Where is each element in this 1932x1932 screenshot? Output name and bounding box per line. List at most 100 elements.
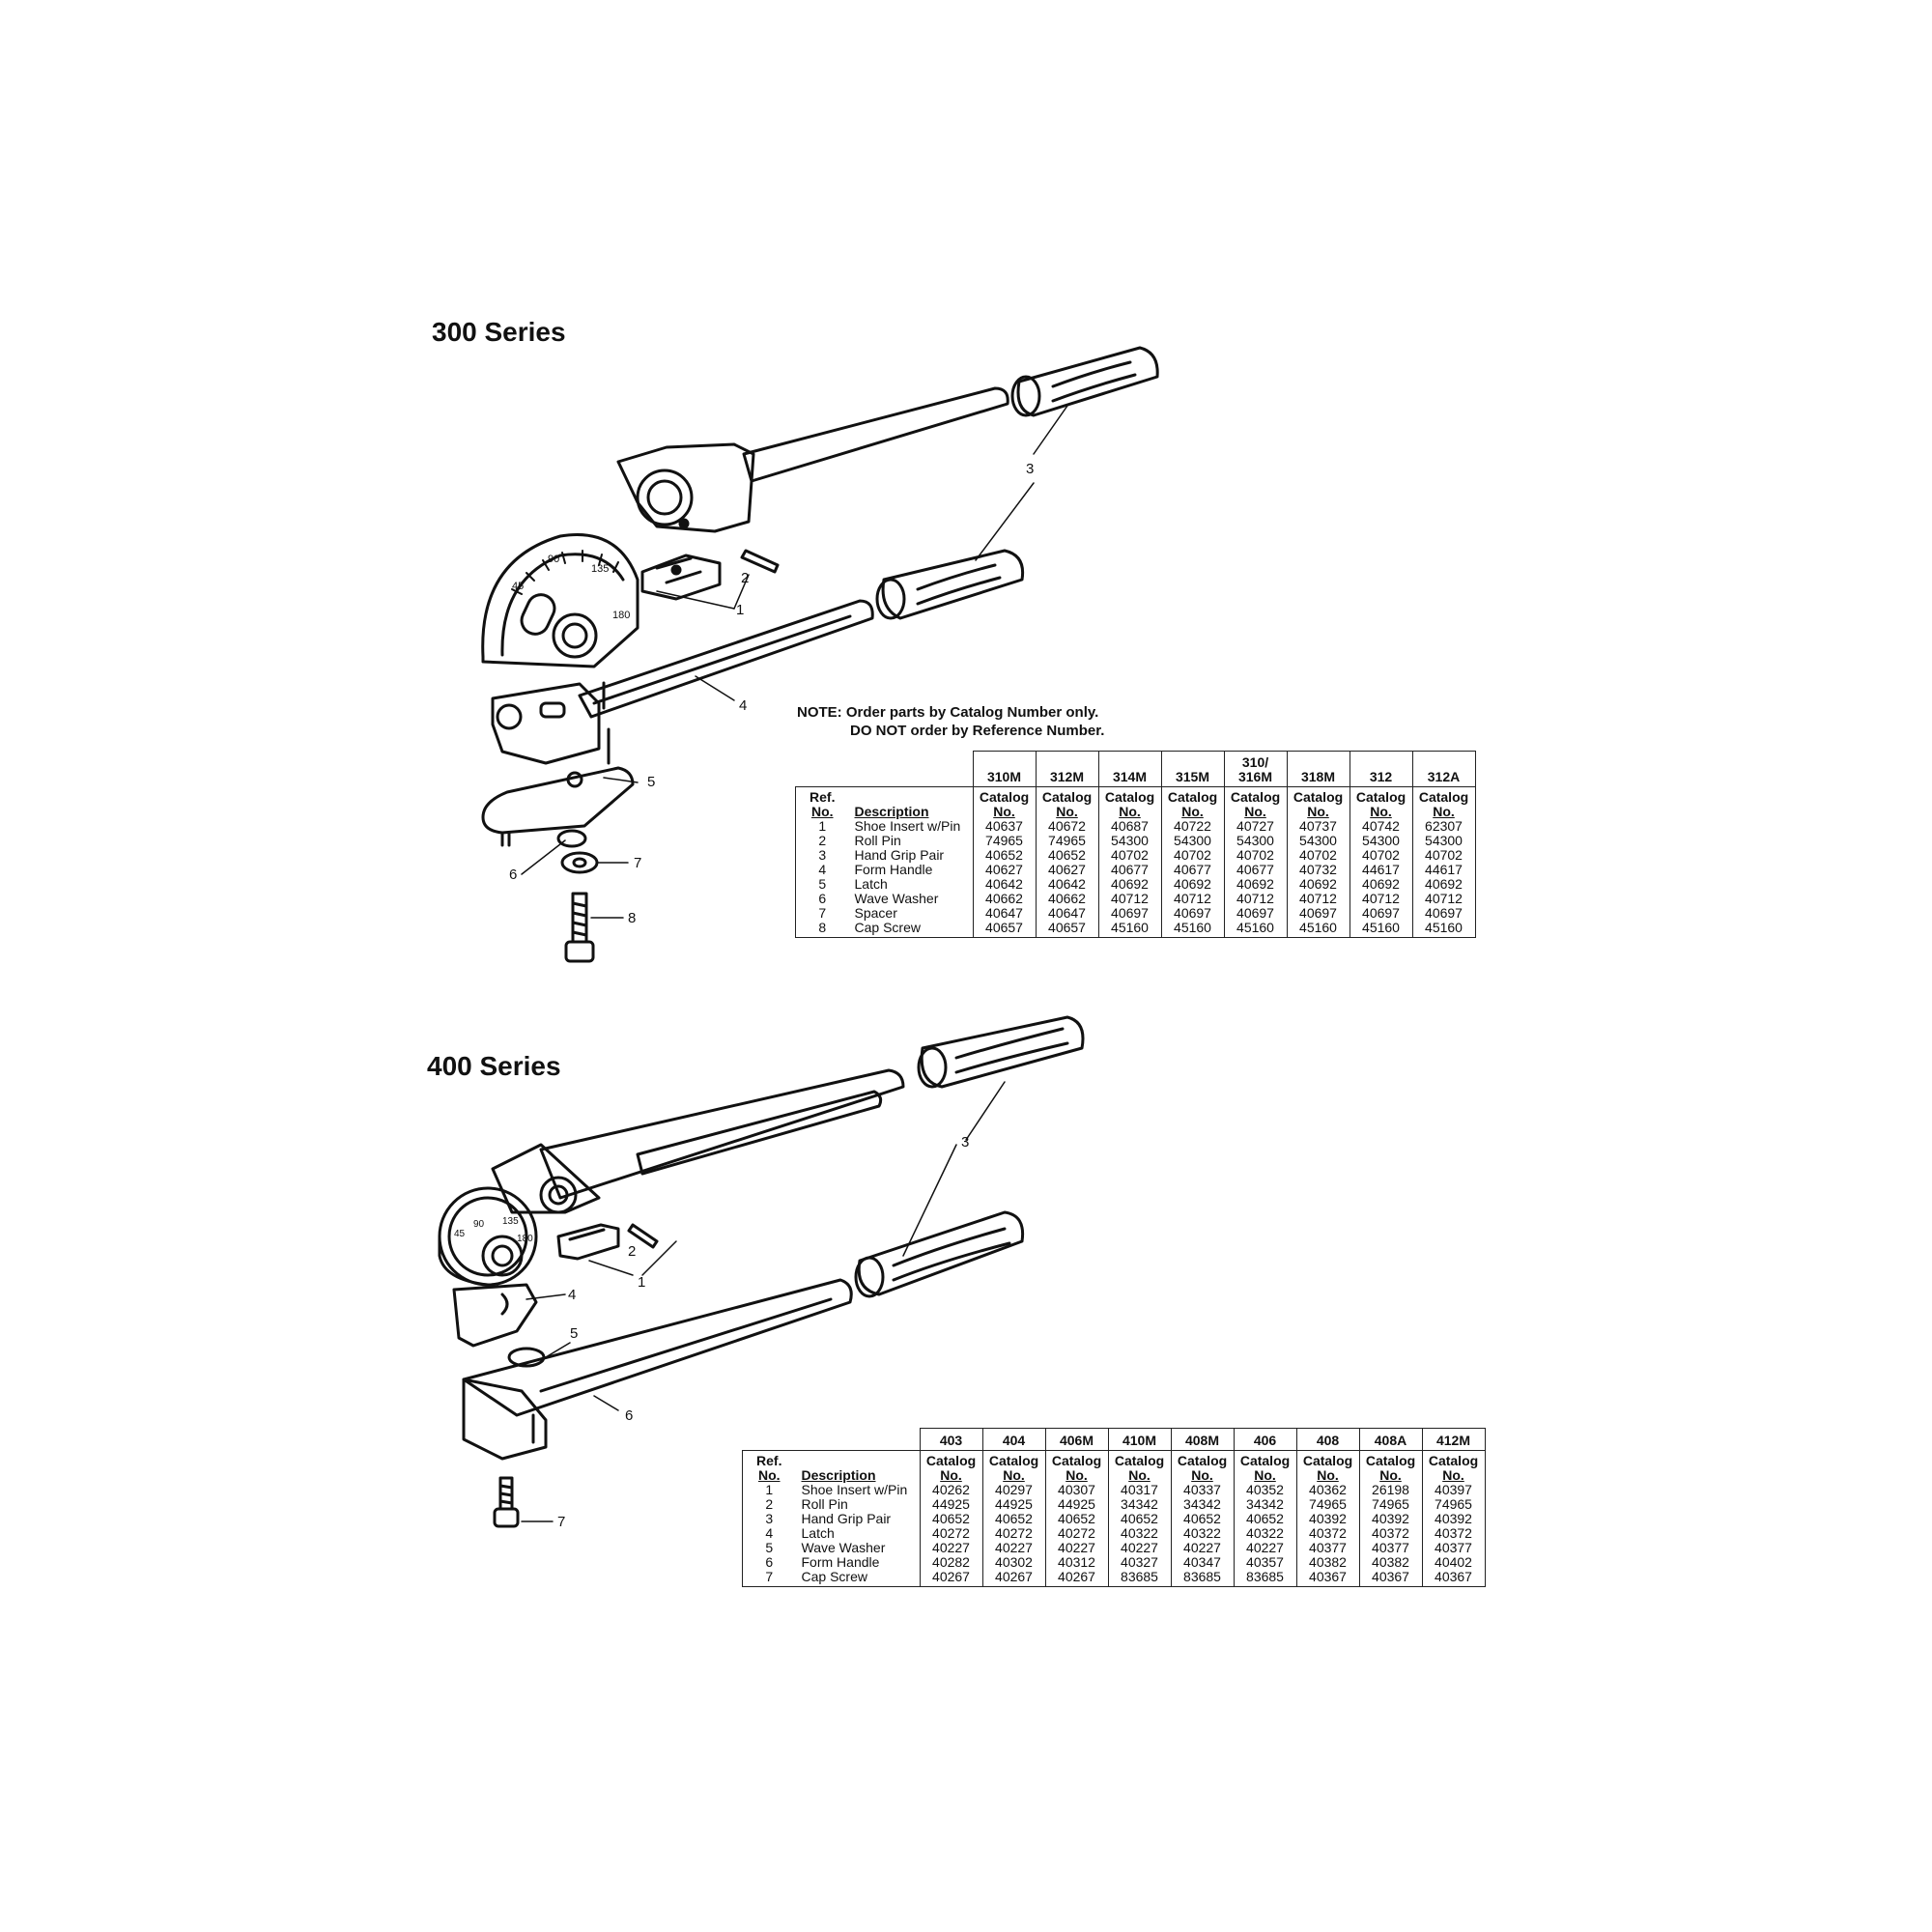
catalog-header-line2: No.: [1191, 1467, 1213, 1483]
catalog-number: 40677: [1223, 863, 1288, 877]
ref-no: 3: [742, 1512, 796, 1526]
wave-washer-300: [556, 829, 587, 848]
catalog-header-line1: Catalog: [1041, 789, 1093, 805]
description-header: Description: [801, 1467, 876, 1483]
callout-300-5: 5: [647, 774, 655, 790]
model-header: 312A: [1411, 751, 1476, 787]
catalog-number: 54300: [1160, 834, 1225, 848]
catalog-number: 45160: [1349, 921, 1413, 938]
catalog-header-line1: Catalog: [1293, 789, 1344, 805]
catalog-number: 40347: [1170, 1555, 1235, 1570]
part-description: Roll Pin: [801, 1496, 848, 1512]
hand-grip-lower-400: [854, 1210, 1025, 1298]
catalog-header-line1: Catalog: [1177, 1453, 1228, 1468]
catalog-number: 40642: [1035, 877, 1099, 892]
dial-mark-180: 180: [612, 610, 630, 621]
catalog-number: 54300: [1286, 834, 1350, 848]
leaders-400: [521, 1081, 1006, 1522]
model-header: 315M: [1160, 751, 1225, 787]
cap-screw-300: [564, 892, 595, 963]
catalog-number: 40702: [1286, 848, 1350, 863]
catalog-header-line1: Catalog: [1418, 789, 1469, 805]
note-line-2: DO NOT order by Reference Number.: [850, 723, 1105, 739]
catalog-number: 40712: [1097, 892, 1162, 906]
catalog-header-line2: No.: [1244, 804, 1266, 819]
catalog-number: 40697: [1411, 906, 1476, 921]
callout-400-1: 1: [638, 1274, 645, 1291]
part-description: Shoe Insert w/Pin: [801, 1482, 908, 1497]
catalog-number: 40392: [1358, 1512, 1423, 1526]
hand-grip-upper-300: [1010, 346, 1159, 417]
catalog-number: 40697: [1349, 906, 1413, 921]
catalog-header-line1: Catalog: [1365, 1453, 1416, 1468]
hand-grip-lower-300: [875, 549, 1025, 620]
catalog-number: 40357: [1233, 1555, 1297, 1570]
catalog-number: 40397: [1421, 1483, 1486, 1497]
catalog-number: 44925: [919, 1497, 983, 1512]
spacer-300: [560, 851, 599, 874]
catalog-header-line1: Catalog: [1355, 789, 1406, 805]
catalog-number: 40372: [1421, 1526, 1486, 1541]
catalog-number: 40692: [1223, 877, 1288, 892]
latch-300: [481, 766, 635, 835]
catalog-number: 40697: [1286, 906, 1350, 921]
catalog-number: 40702: [1097, 848, 1162, 863]
callout-400-5: 5: [570, 1325, 578, 1342]
catalog-header-line1: Catalog: [979, 789, 1030, 805]
catalog-header-line1: Catalog: [925, 1453, 977, 1468]
ref-no: 5: [742, 1541, 796, 1555]
cap-screw-400: [493, 1476, 520, 1528]
catalog-number: 40702: [1223, 848, 1288, 863]
catalog-number: 40652: [1107, 1512, 1172, 1526]
catalog-number: 40362: [1295, 1483, 1360, 1497]
catalog-number: 40227: [1233, 1541, 1297, 1555]
catalog-number: 40322: [1107, 1526, 1172, 1541]
catalog-header-line2: No.: [1128, 1467, 1151, 1483]
catalog-number: 40687: [1097, 819, 1162, 834]
catalog-number: 40262: [919, 1483, 983, 1497]
ref-no: 2: [795, 834, 849, 848]
catalog-number: 40317: [1107, 1483, 1172, 1497]
catalog-header-line2: No.: [940, 1467, 962, 1483]
catalog-header-line2: No.: [1065, 1467, 1088, 1483]
catalog-number: 40637: [972, 819, 1037, 834]
catalog-number: 40372: [1295, 1526, 1360, 1541]
model-header: 408: [1295, 1428, 1360, 1451]
forming-wheel-300: [481, 533, 639, 668]
ref-no-header: Ref.No.: [795, 786, 849, 819]
catalog-number: 44617: [1349, 863, 1413, 877]
ref-no: 1: [742, 1483, 796, 1497]
part-description: Wave Washer: [801, 1540, 886, 1555]
catalog-header-line1: Catalog: [1239, 1453, 1291, 1468]
description-header-cell: Description: [848, 786, 973, 819]
catalog-header-line2: No.: [1379, 1467, 1402, 1483]
catalog-number: 40692: [1411, 877, 1476, 892]
shoe-insert-300: [640, 554, 722, 601]
catalog-number: 40697: [1160, 906, 1225, 921]
catalog-number: 40647: [1035, 906, 1099, 921]
catalog-number: 40227: [1170, 1541, 1235, 1555]
catalog-number: 40702: [1411, 848, 1476, 863]
part-description: Cap Screw: [848, 921, 973, 938]
roll-pin-300: [740, 549, 780, 574]
bender-400-assembly: 45 90 135 180: [438, 1015, 1085, 1530]
catalog-number: 40297: [981, 1483, 1046, 1497]
model-header: 312: [1349, 751, 1413, 787]
catalog-number: 40712: [1411, 892, 1476, 906]
model-header: 406: [1233, 1428, 1297, 1451]
catalog-header-line2: No.: [1433, 804, 1455, 819]
part-description: Form Handle: [801, 1554, 880, 1570]
catalog-number: 40272: [919, 1526, 983, 1541]
